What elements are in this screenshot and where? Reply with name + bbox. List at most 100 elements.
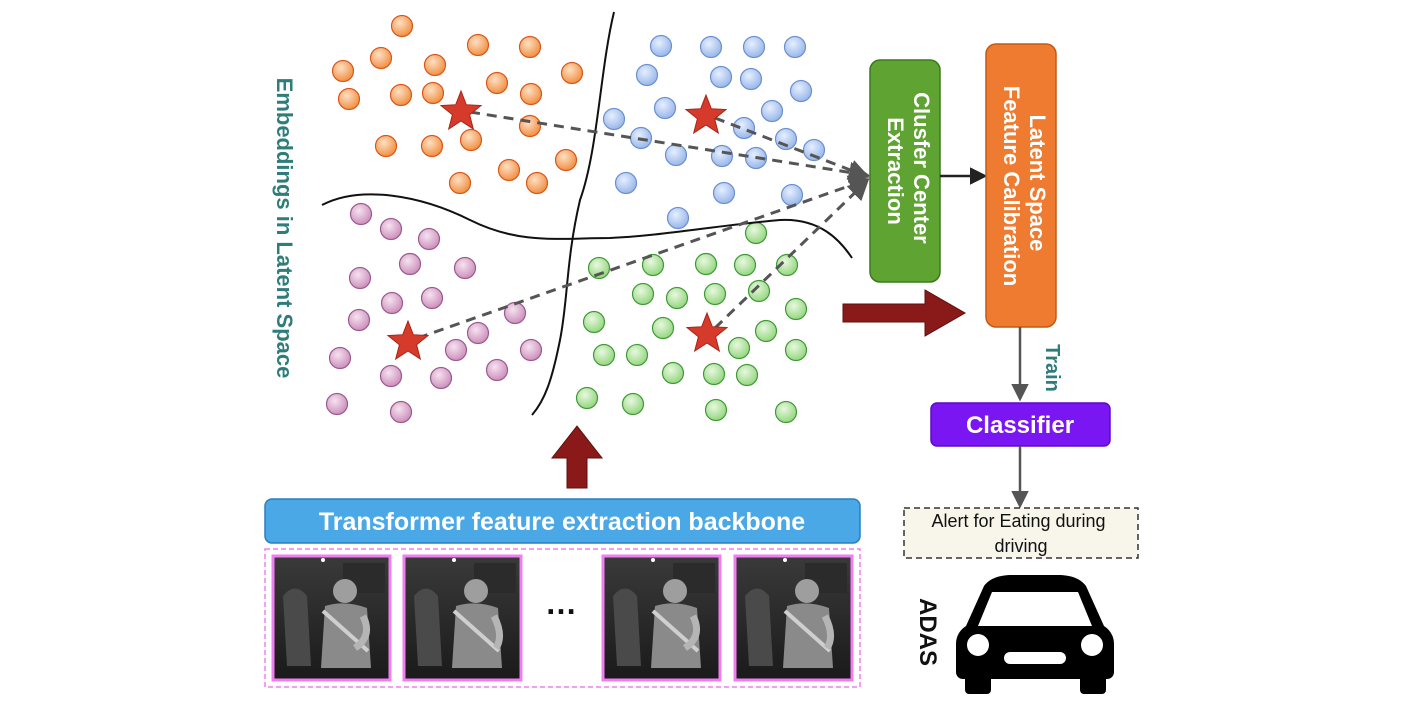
horizontal-boundary bbox=[321, 193, 853, 259]
point-green bbox=[631, 282, 655, 306]
point-pink bbox=[466, 321, 490, 345]
alert-line2: driving bbox=[994, 536, 1047, 556]
point-green bbox=[575, 386, 599, 410]
classifier-label: Classifier bbox=[966, 412, 1074, 439]
point-green bbox=[744, 221, 768, 245]
point-orange bbox=[390, 14, 414, 38]
point-pink bbox=[389, 400, 413, 424]
video-frames bbox=[271, 554, 854, 682]
point-green bbox=[754, 319, 778, 343]
point-orange bbox=[369, 46, 393, 70]
alert-box: Alert for Eating during driving bbox=[903, 507, 1139, 559]
point-blue bbox=[602, 107, 626, 131]
latent-space-label: Embeddings in Latent Space bbox=[272, 78, 297, 379]
point-orange bbox=[519, 82, 543, 106]
point-green bbox=[694, 252, 718, 276]
point-green bbox=[641, 253, 665, 277]
point-green bbox=[592, 343, 616, 367]
point-pink bbox=[380, 291, 404, 315]
point-pink bbox=[420, 286, 444, 310]
point-orange bbox=[466, 33, 490, 57]
point-green bbox=[702, 362, 726, 386]
point-pink bbox=[379, 364, 403, 388]
point-pink bbox=[379, 217, 403, 241]
point-pink bbox=[417, 227, 441, 251]
vertical-boundary bbox=[531, 11, 615, 416]
frames-container bbox=[264, 548, 861, 688]
center-arrows bbox=[417, 110, 871, 340]
point-pink bbox=[444, 338, 468, 362]
point-green bbox=[784, 297, 808, 321]
cluster-center-box: Clusfer Center Extraction bbox=[869, 59, 941, 283]
star-icon bbox=[684, 93, 728, 135]
point-orange bbox=[420, 134, 444, 158]
point-orange bbox=[560, 61, 584, 85]
video-frame bbox=[271, 554, 392, 682]
point-pink bbox=[325, 392, 349, 416]
backbone-up-arrow bbox=[550, 425, 604, 489]
train-label: Train bbox=[1041, 344, 1063, 392]
point-orange bbox=[525, 171, 549, 195]
point-green bbox=[661, 361, 685, 385]
point-green bbox=[784, 338, 808, 362]
point-pink bbox=[503, 301, 527, 325]
embedding-points bbox=[325, 14, 826, 424]
point-pink bbox=[328, 346, 352, 370]
point-orange bbox=[337, 87, 361, 111]
star-icon bbox=[685, 311, 729, 353]
point-green bbox=[625, 343, 649, 367]
point-pink bbox=[349, 202, 373, 226]
point-orange bbox=[374, 134, 398, 158]
dashed-arrow-blue bbox=[714, 116, 870, 180]
frames-ellipsis: … bbox=[545, 585, 577, 621]
backbone-label: Transformer feature extraction backbone bbox=[319, 508, 805, 536]
point-orange bbox=[459, 128, 483, 152]
point-orange bbox=[423, 53, 447, 77]
point-blue bbox=[666, 206, 690, 230]
point-orange bbox=[331, 59, 355, 83]
calibration-box-line1: Latent Space bbox=[1025, 114, 1050, 251]
star-icon bbox=[386, 319, 430, 361]
cluster-box-line2: Extraction bbox=[883, 117, 908, 225]
point-orange bbox=[389, 83, 413, 107]
svg-text:Alert for Eating during: Alert for Eating during driving bbox=[931, 511, 1110, 556]
classifier-box: Classifier bbox=[930, 402, 1111, 447]
point-blue bbox=[614, 171, 638, 195]
svg-text:Clusfer Center Extractio: Clusfer Center Extraction bbox=[883, 92, 934, 250]
cluster-centers bbox=[386, 89, 729, 361]
cluster-green bbox=[575, 221, 808, 424]
point-green bbox=[704, 398, 728, 422]
point-green bbox=[775, 253, 799, 277]
point-pink bbox=[485, 358, 509, 382]
point-blue bbox=[699, 35, 723, 59]
point-blue bbox=[802, 138, 826, 162]
alert-line1: Alert for Eating during bbox=[931, 511, 1105, 531]
video-frame bbox=[601, 554, 722, 682]
point-blue bbox=[732, 116, 756, 140]
point-pink bbox=[347, 308, 371, 332]
point-pink bbox=[398, 252, 422, 276]
point-orange bbox=[554, 148, 578, 172]
point-pink bbox=[519, 338, 543, 362]
svg-text:Latent Space Feature Cal: Latent Space Feature Calibration bbox=[999, 86, 1050, 286]
point-orange bbox=[421, 81, 445, 105]
video-frame bbox=[402, 554, 523, 682]
point-blue bbox=[649, 34, 673, 58]
cluster-orange bbox=[331, 14, 584, 195]
point-green bbox=[774, 400, 798, 424]
point-blue bbox=[789, 79, 813, 103]
point-blue bbox=[742, 35, 766, 59]
embeddings-to-calibration-arrow bbox=[842, 289, 967, 337]
point-blue bbox=[739, 67, 763, 91]
point-orange bbox=[485, 71, 509, 95]
point-green bbox=[733, 253, 757, 277]
feature-calibration-box: Latent Space Feature Calibration bbox=[985, 43, 1057, 328]
dashed-arrow-green bbox=[713, 179, 870, 330]
point-blue bbox=[709, 65, 733, 89]
point-blue bbox=[710, 144, 734, 168]
car-icon bbox=[956, 575, 1114, 694]
point-green bbox=[651, 316, 675, 340]
point-green bbox=[703, 282, 727, 306]
point-orange bbox=[497, 158, 521, 182]
